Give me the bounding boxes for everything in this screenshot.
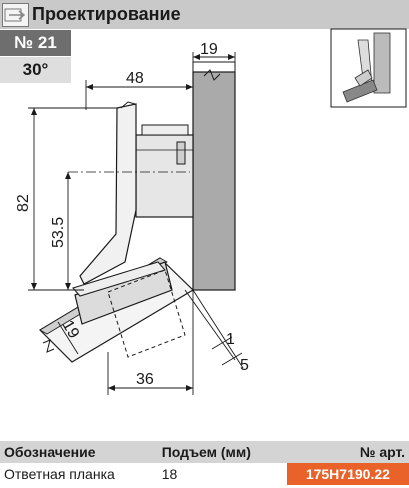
arrow-logo-icon — [2, 3, 29, 27]
dimension-arrows — [31, 54, 235, 391]
dim-plate-thickness: 19 — [200, 41, 218, 58]
mounting-plate — [135, 124, 194, 218]
dim-offset-small: 1 — [226, 331, 235, 348]
column-header-lift: Подъем (мм) — [157, 441, 287, 463]
dim-door-thickness: 19 — [59, 318, 83, 342]
hinge-drawing: 19 48 82 53.5 19 1 5 36 — [15, 28, 407, 395]
dimension-lines — [28, 52, 244, 395]
table-row: Ответная планка 18 175H7190.22 — [0, 463, 409, 485]
spec-table: Обозначение Подъем (мм) № арт. Ответная … — [0, 441, 409, 485]
cell-lift: 18 — [161, 466, 178, 482]
cell-article[interactable]: 175H7190.22 — [286, 463, 409, 485]
page-title: Проектирование — [32, 4, 181, 24]
column-header-article: № арт. — [286, 441, 409, 463]
dim-bottom-width: 36 — [136, 371, 154, 388]
column-header-name: Обозначение — [0, 441, 158, 463]
cabinet-side-panel — [192, 61, 236, 291]
configuration-number: № 21 — [0, 30, 71, 56]
opening-angle: 30° — [0, 57, 71, 83]
dim-height-axis: 53.5 — [50, 217, 67, 248]
header-bar: Проектирование — [0, 0, 409, 29]
thumbnail-preview — [330, 28, 407, 108]
door-panel — [39, 257, 194, 363]
dim-width: 48 — [126, 70, 144, 87]
table-header-row: Обозначение Подъем (мм) № арт. — [0, 441, 409, 463]
dim-height-total: 82 — [15, 194, 32, 212]
dim-offset: 5 — [240, 357, 249, 374]
cell-name: Ответная планка — [4, 466, 115, 482]
hinge-arm — [79, 101, 193, 285]
